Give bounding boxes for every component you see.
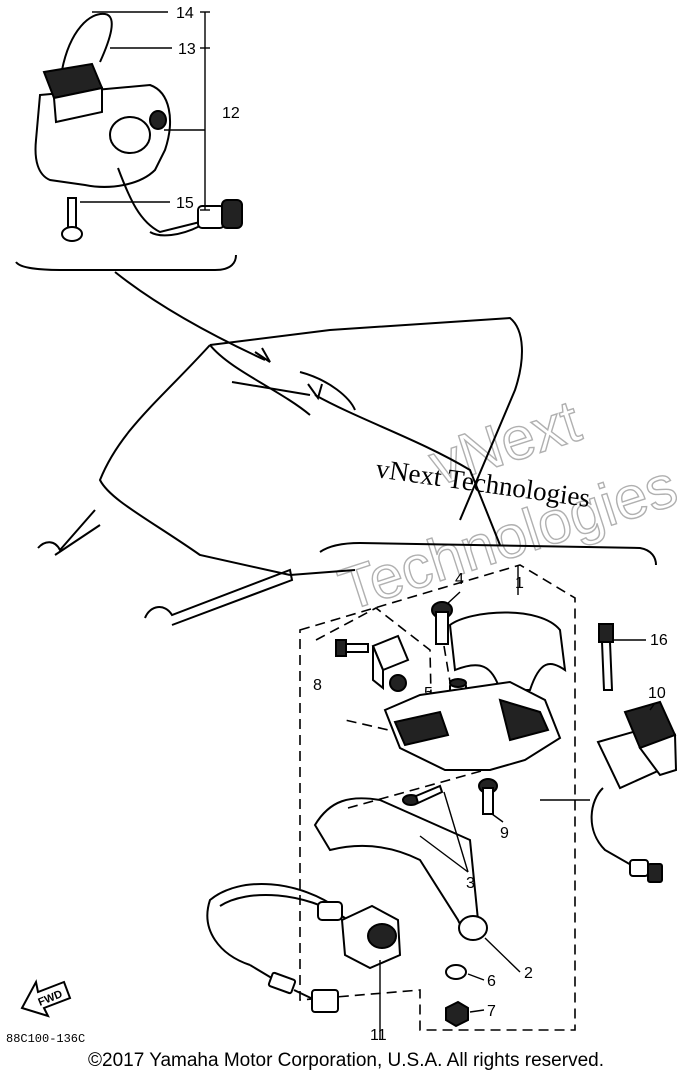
switch-knob (109, 116, 151, 154)
screw-15 (67, 197, 77, 229)
callout-6: 6 (487, 973, 496, 990)
callout-11: 11 (370, 1027, 387, 1044)
callout-14: 14 (176, 5, 194, 22)
callout-16: 16 (650, 632, 668, 649)
snowmobile-outline (37, 316, 657, 626)
inset-bracket (15, 254, 237, 271)
part-8-screw-head (335, 639, 347, 657)
windshield-line (209, 344, 311, 416)
callout-3: 3 (466, 875, 475, 892)
callout-1: 1 (515, 575, 524, 592)
callout-10: 10 (648, 685, 666, 702)
callout-12: 12 (222, 105, 240, 122)
callout-7: 7 (487, 1003, 496, 1020)
switch-boss (149, 110, 167, 130)
fwd-arrow: FWD (20, 979, 72, 1018)
callout-4: 4 (455, 571, 464, 588)
part-7-nut (445, 1000, 469, 1028)
part-8-switch (335, 634, 410, 692)
main-bracket (319, 541, 657, 566)
inset-switch-assembly (15, 11, 243, 271)
switch-connector-end (221, 199, 243, 229)
lever-cover (448, 611, 567, 691)
part-6-washer (445, 964, 467, 980)
ski-right (144, 568, 294, 626)
windshield-base (231, 381, 311, 396)
callout-13: 13 (178, 41, 196, 58)
part-11-switch-cable (206, 883, 402, 1040)
inset-leader-arrow (254, 347, 271, 363)
seat-top (209, 316, 523, 521)
main-leader-arrow (307, 383, 323, 401)
callout-15: 15 (176, 195, 194, 212)
hood (98, 344, 291, 576)
switch-cap-side (52, 86, 103, 124)
callout-9: 9 (500, 825, 509, 842)
drawing-code: 88C100-136C (6, 1032, 85, 1046)
lever-tip (458, 915, 488, 941)
part-3-screw (402, 784, 444, 806)
part-8-nut (389, 674, 407, 692)
body-bottom (289, 569, 356, 576)
part-16-cable-tie (598, 623, 614, 691)
main-leader (314, 394, 501, 546)
assembly-1-boundary (299, 564, 576, 1031)
callout-8: 8 (313, 677, 322, 694)
callout-2: 2 (524, 965, 533, 982)
part-8-screw (343, 643, 369, 653)
handlebar-area (299, 371, 356, 411)
switch-wire-2 (149, 225, 201, 237)
lanyard-loop (61, 12, 113, 71)
copyright-notice: ©2017 Yamaha Motor Corporation, U.S.A. A… (88, 1050, 604, 1071)
ski-left (37, 509, 96, 552)
switch-wire (117, 167, 201, 234)
part-4-bolt (431, 601, 453, 645)
part-9-bolt (478, 778, 498, 815)
screw-15-head (61, 226, 83, 242)
part-10-relay (590, 700, 678, 883)
inset-leader (114, 271, 266, 361)
